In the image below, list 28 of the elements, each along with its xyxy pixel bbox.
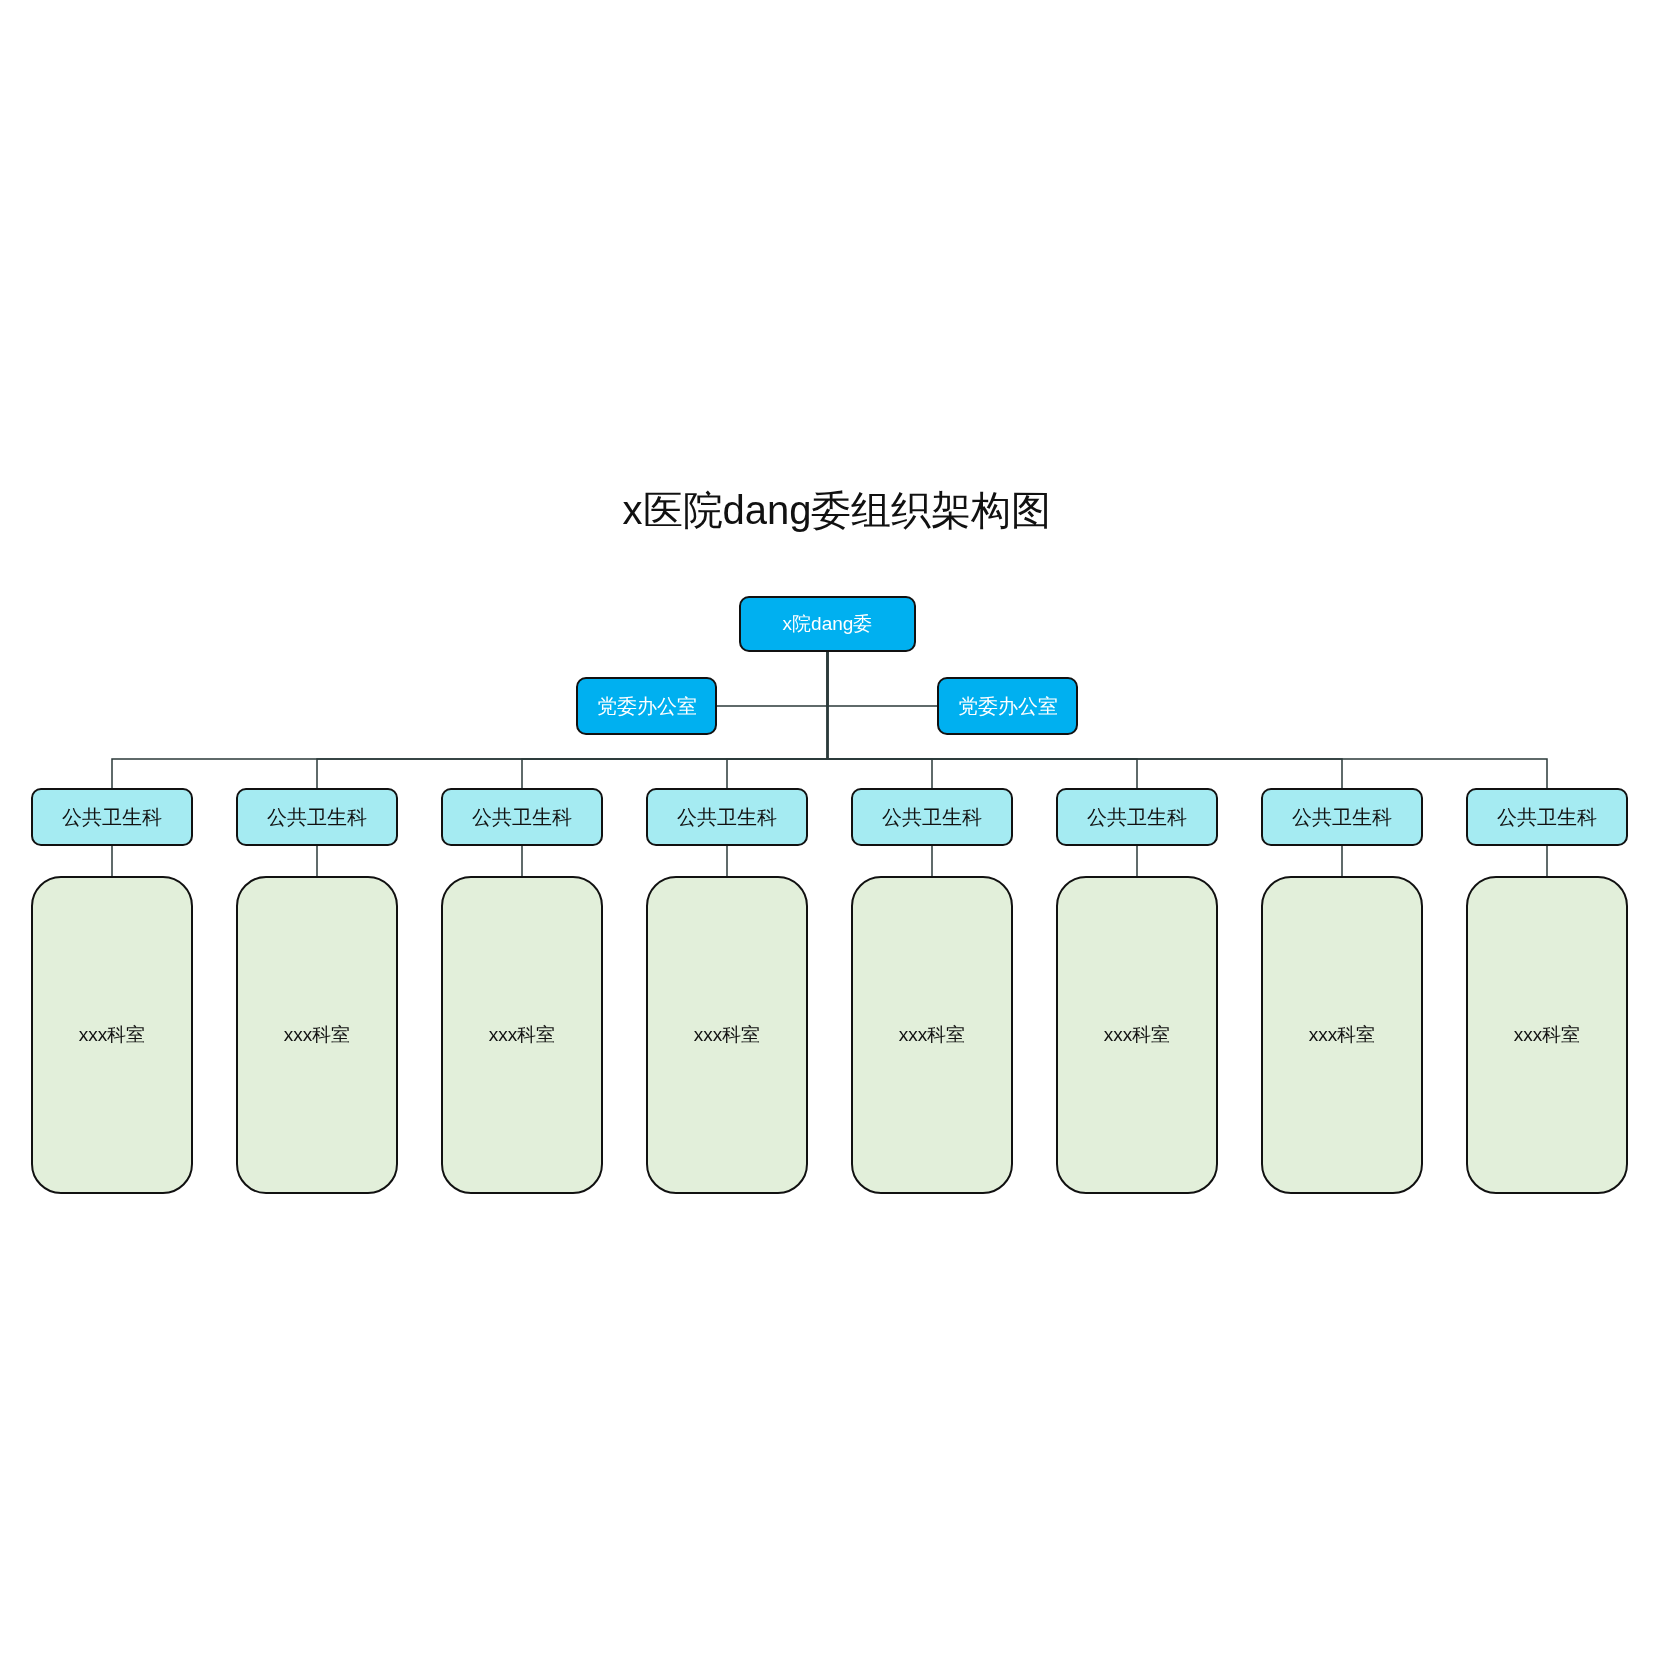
department-box: 公共卫生科	[1261, 788, 1423, 846]
section-box: xxx科室	[1056, 876, 1218, 1194]
title: x医院dang委组织架构图	[621, 487, 1053, 534]
office-box: 党委办公室	[576, 677, 717, 735]
section-box: xxx科室	[31, 876, 193, 1194]
committee-box: x院dang委	[739, 596, 916, 652]
department-box: 公共卫生科	[441, 788, 603, 846]
connector-line	[931, 845, 933, 877]
department-box: 公共卫生科	[1466, 788, 1628, 846]
section-box: xxx科室	[236, 876, 398, 1194]
section-box: xxx科室	[1261, 876, 1423, 1194]
connector-line	[111, 845, 113, 877]
office-box: 党委办公室	[937, 677, 1078, 735]
connector-line	[1136, 845, 1138, 877]
connector-line	[521, 845, 523, 877]
section-box: xxx科室	[646, 876, 808, 1194]
connector-line	[316, 845, 318, 877]
section-box: xxx科室	[851, 876, 1013, 1194]
department-box: 公共卫生科	[236, 788, 398, 846]
department-box: 公共卫生科	[1056, 788, 1218, 846]
department-box: 公共卫生科	[646, 788, 808, 846]
connector-line	[1546, 845, 1548, 877]
connector-line	[1341, 845, 1343, 877]
department-box: 公共卫生科	[851, 788, 1013, 846]
connector-line	[726, 845, 728, 877]
section-box: xxx科室	[441, 876, 603, 1194]
section-box: xxx科室	[1466, 876, 1628, 1194]
department-box: 公共卫生科	[31, 788, 193, 846]
